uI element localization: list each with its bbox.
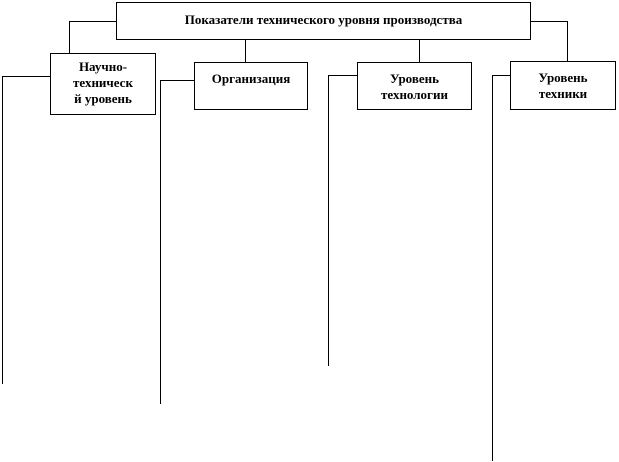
bracket1-top (2, 76, 50, 77)
child-box-equipment-level: Уровень техники (510, 61, 616, 110)
child4-label-line2: техники (538, 86, 588, 101)
child3-label-line2: технологии (381, 87, 448, 102)
bracket3-top (328, 75, 357, 76)
bracket2-vertical (160, 80, 161, 404)
child2-label-line1: Организация (211, 71, 291, 86)
connector-child2-vertical (245, 40, 246, 62)
connector-root-left (69, 21, 116, 22)
child1-label-line1: Научно- (78, 59, 128, 74)
child1-label-line2: техническ (73, 75, 133, 90)
child-box-scientific-technical-level: Научно- техническ й уровень (50, 53, 156, 115)
bracket4-vertical (492, 75, 493, 461)
connector-child4-vertical (567, 21, 568, 61)
child-box-organization: Организация (194, 62, 308, 110)
connector-root-right (531, 21, 567, 22)
child-box-technology-level: Уровень технологии (357, 62, 472, 110)
bracket2-top (160, 80, 194, 81)
connector-child3-vertical (419, 40, 420, 62)
child3-label-line1: Уровень (389, 71, 440, 86)
root-title: Показатели технического уровня производс… (184, 12, 463, 27)
child1-label-line3: й уровень (74, 91, 132, 106)
bracket1-vertical (2, 76, 3, 384)
root-box: Показатели технического уровня производс… (116, 2, 531, 40)
bracket4-top (492, 75, 510, 76)
child4-label-line1: Уровень (538, 70, 588, 85)
connector-child1-vertical (69, 21, 70, 53)
bracket3-vertical (328, 75, 329, 366)
